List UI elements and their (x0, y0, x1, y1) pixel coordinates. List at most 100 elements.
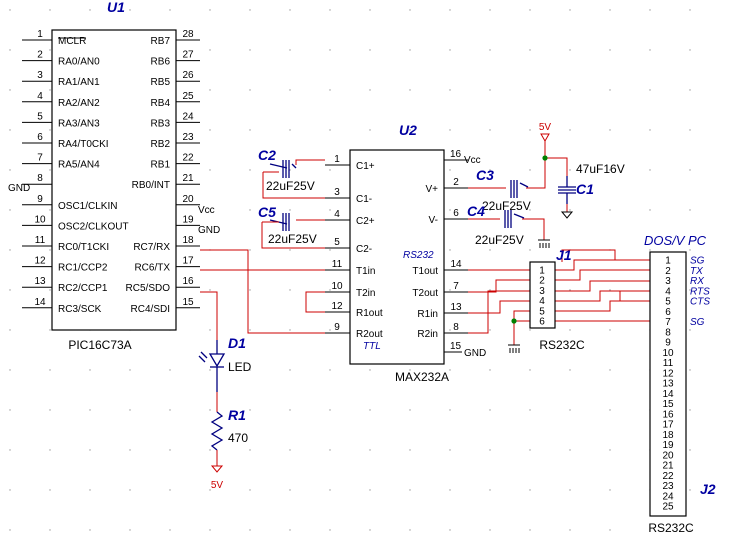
c1-value: 47uF16V (576, 162, 625, 176)
grid-dot (289, 129, 291, 131)
grid-dot (289, 289, 291, 291)
pin-number: 18 (662, 430, 674, 441)
grid-dot (9, 49, 11, 51)
grid-dot (169, 449, 171, 451)
grid-dot (249, 129, 251, 131)
u1-gnd-left-label: GND (8, 183, 30, 194)
grid-dot (569, 209, 571, 211)
grid-dot (329, 89, 331, 91)
grid-dot (209, 369, 211, 371)
grid-dot (689, 489, 691, 491)
pin-name: OSC2/CLKOUT (58, 221, 129, 232)
grid-dot (649, 249, 651, 251)
junction-dot (511, 318, 517, 324)
grid-dot (449, 489, 451, 491)
grid-dot (9, 249, 11, 251)
grid-dot (9, 129, 11, 131)
pin-name: RA5/AN4 (58, 160, 100, 171)
led-d1: D1 LED (198, 335, 252, 392)
grid-dot (369, 369, 371, 371)
ground-c4 (538, 239, 550, 248)
grid-dot (569, 449, 571, 451)
grid-dot (49, 369, 51, 371)
grid-dot (289, 489, 291, 491)
pin-number: 17 (182, 256, 194, 267)
grid-dot (329, 209, 331, 211)
pin-number: 11 (663, 358, 674, 369)
pin-number: 17 (662, 420, 674, 431)
grid-dots (9, 9, 691, 531)
pin-name: T2out (412, 288, 438, 299)
grid-dot (89, 9, 91, 11)
pin-name: RB2 (151, 139, 171, 150)
grid-dot (489, 9, 491, 11)
grid-dot (489, 289, 491, 291)
grid-dot (569, 329, 571, 331)
grid-dot (289, 449, 291, 451)
grid-dot (609, 129, 611, 131)
grid-dot (689, 209, 691, 211)
grid-dot (449, 9, 451, 11)
j2-connector: J2 DOS/V PC RS232C 123456789101112131415… (644, 233, 716, 535)
pin-number: 4 (37, 91, 43, 102)
grid-dot (49, 529, 51, 531)
grid-dot (369, 9, 371, 11)
pin-name: RA1/AN1 (58, 77, 100, 88)
grid-dot (489, 369, 491, 371)
grid-dot (529, 329, 531, 331)
grid-dot (569, 369, 571, 371)
grid-dot (169, 9, 171, 11)
pin-name: R1out (356, 308, 383, 319)
grid-dot (9, 489, 11, 491)
grid-dot (649, 89, 651, 91)
pin-number: 10 (34, 214, 46, 225)
pin-number: 16 (182, 276, 194, 287)
j2-title: DOS/V PC (644, 233, 707, 248)
pin-number: 11 (35, 235, 46, 246)
pin-number: 3 (37, 70, 43, 81)
c4-ref: C4 (467, 203, 485, 219)
u1-microcontroller: U1 PIC16C73A 1MCLR2RA0/AN03RA1/AN14RA2/A… (8, 0, 220, 352)
ground-c1 (560, 204, 574, 219)
grid-dot (689, 289, 691, 291)
pin-number: 19 (182, 214, 194, 225)
grid-dot (369, 489, 371, 491)
pin-number: 14 (450, 259, 462, 270)
signal-label: TX (690, 266, 703, 277)
grid-dot (369, 129, 371, 131)
grid-dot (569, 529, 571, 531)
grid-dot (649, 9, 651, 11)
grid-dot (89, 409, 91, 411)
grid-dot (49, 129, 51, 131)
c3-ref: C3 (476, 167, 494, 183)
pin-number: 8 (453, 322, 459, 333)
pin-number: 16 (662, 409, 674, 420)
pin-name: RA4/T0CKI (58, 139, 109, 150)
pin-number: 27 (182, 50, 194, 61)
grid-dot (409, 129, 411, 131)
cap-c1: C1 47uF16V (558, 162, 625, 204)
pin-number: 1 (334, 154, 340, 165)
grid-dot (249, 169, 251, 171)
pin-number: 28 (182, 29, 194, 40)
grid-dot (249, 529, 251, 531)
grid-dot (169, 489, 171, 491)
grid-dot (409, 409, 411, 411)
pin-name: C1+ (356, 161, 375, 172)
pin-number: 2 (453, 177, 459, 188)
pin-name: C2+ (356, 216, 375, 227)
pin-number: 5 (665, 297, 671, 308)
c4-value: 22uF25V (475, 233, 524, 247)
grid-dot (129, 489, 131, 491)
grid-dot (329, 249, 331, 251)
grid-dot (129, 449, 131, 451)
grid-dot (609, 529, 611, 531)
pin-number: 22 (182, 153, 194, 164)
pin-number: 20 (182, 194, 194, 205)
pin-number: 6 (665, 307, 671, 318)
grid-dot (529, 489, 531, 491)
grid-dot (9, 289, 11, 291)
grid-dot (689, 49, 691, 51)
